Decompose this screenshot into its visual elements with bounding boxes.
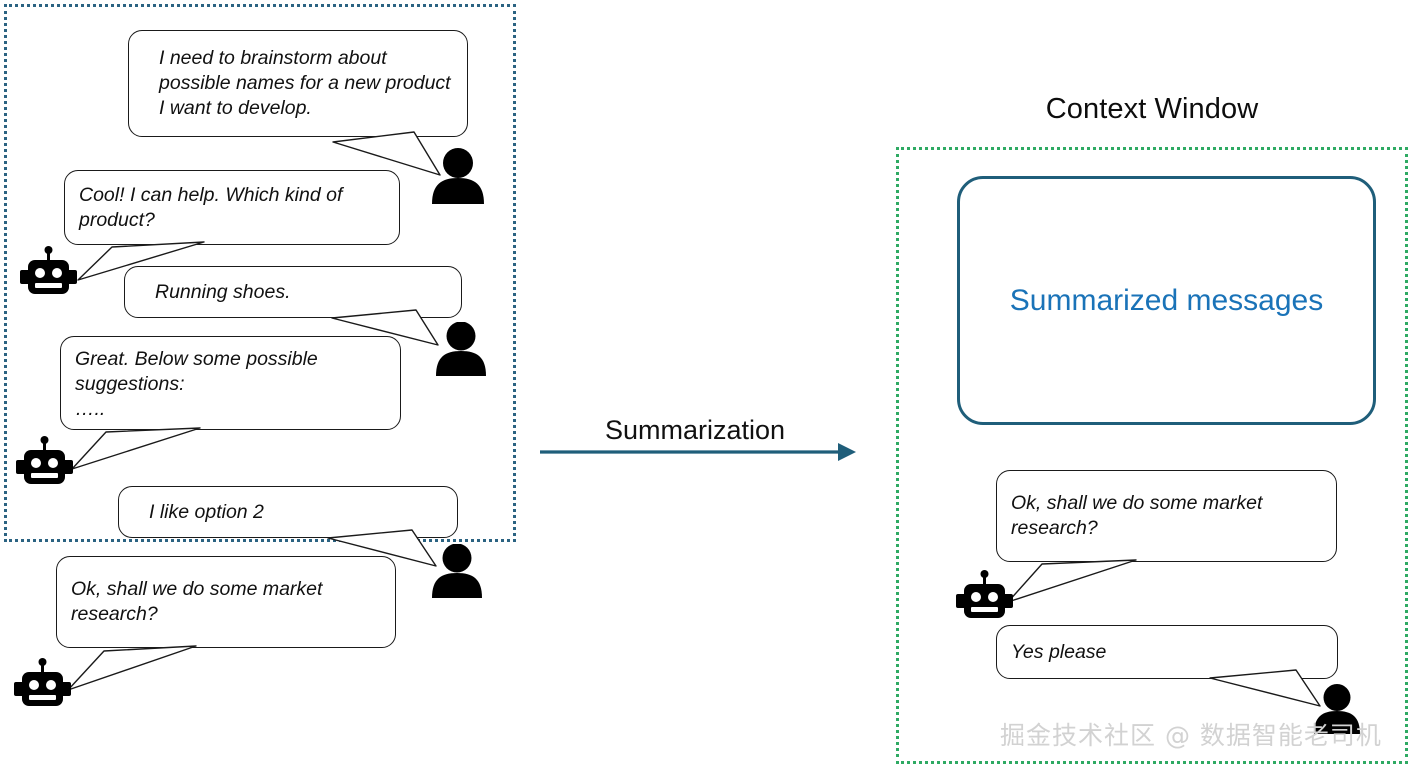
message-text: I need to brainstorm about possible name…	[159, 47, 451, 119]
message-bubble: Yes please	[996, 625, 1338, 679]
message-bubble: Cool! I can help. Which kind of product?	[64, 170, 400, 245]
message-bubble: Ok, shall we do some market research?	[996, 470, 1337, 562]
message-bubble: I need to brainstorm about possible name…	[128, 30, 468, 137]
bubble-tail	[67, 645, 197, 691]
robot-icon	[20, 246, 77, 298]
person-icon	[432, 322, 490, 376]
message-text: Great. Below some possible suggestions: …	[75, 348, 318, 420]
watermark: 掘金技术社区 @ 数据智能老司机	[1000, 721, 1382, 750]
message-text: Ok, shall we do some market research?	[71, 578, 323, 625]
robot-icon	[16, 436, 73, 488]
message-bubble: Great. Below some possible suggestions: …	[60, 336, 401, 430]
summarized-messages-label: Summarized messages	[1009, 283, 1324, 317]
person-icon	[428, 544, 486, 598]
message-bubble: Ok, shall we do some market research?	[56, 556, 396, 648]
message-text: Running shoes.	[155, 280, 291, 303]
summarization-arrow	[540, 443, 856, 461]
person-icon	[1310, 684, 1364, 734]
robot-icon	[956, 570, 1013, 622]
summarized-messages-box: Summarized messages	[957, 176, 1376, 425]
message-text: Yes please	[1011, 640, 1107, 663]
message-text: I like option 2	[149, 500, 264, 523]
message-bubble: I like option 2	[118, 486, 458, 538]
transition-label: Summarization	[604, 415, 786, 445]
message-bubble: Running shoes.	[124, 266, 462, 318]
person-icon	[428, 148, 488, 204]
robot-icon	[14, 658, 71, 710]
page-title: Context Window	[1045, 93, 1259, 125]
message-text: Ok, shall we do some market research?	[1011, 492, 1263, 539]
context-window-panel	[896, 147, 1408, 764]
original-conversation-panel	[4, 4, 516, 542]
message-text: Cool! I can help. Which kind of product?	[79, 183, 343, 231]
